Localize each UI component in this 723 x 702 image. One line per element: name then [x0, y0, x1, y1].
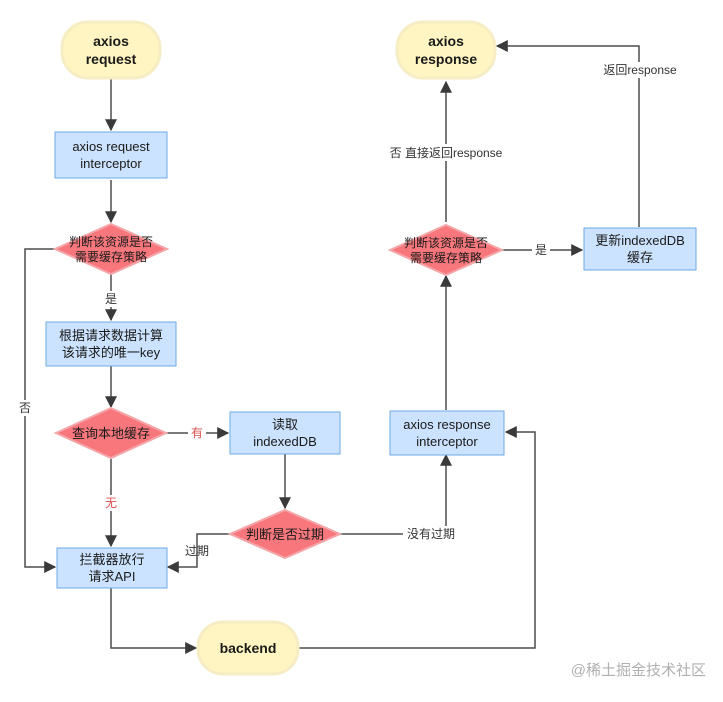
- node-check-cache-strategy-left-line2: 需要缓存策略: [75, 249, 147, 264]
- node-interceptor-pass-line2: 请求API: [89, 569, 136, 584]
- node-axios-response-shape: [395, 20, 497, 80]
- node-request-interceptor: axios request interceptor: [54, 131, 168, 179]
- node-query-local-cache: 查询本地缓存: [53, 406, 169, 460]
- label-yes-left: 是: [105, 292, 117, 306]
- label-no-left: 否: [19, 401, 31, 415]
- node-interceptor-pass-shape: [56, 547, 168, 589]
- node-compute-key-line2: 该请求的唯一key: [62, 345, 161, 360]
- node-axios-response: axios response: [395, 20, 497, 80]
- edge-expired-to-pass: [166, 533, 230, 573]
- edge-pass-to-backend: [110, 588, 198, 654]
- node-check-expired-line1: 判断是否过期: [246, 527, 324, 542]
- label-no-direct-return: 否 直接返回response: [390, 145, 503, 160]
- node-axios-request-line2: request: [86, 51, 137, 67]
- node-compute-key-shape: [45, 321, 177, 367]
- node-query-local-cache-shape: [53, 406, 169, 460]
- node-update-indexeddb-line2: 缓存: [627, 250, 653, 265]
- node-axios-request-line1: axios: [93, 33, 129, 49]
- node-response-interceptor-line1: axios response: [403, 417, 490, 432]
- node-request-interceptor-line2: interceptor: [80, 156, 142, 171]
- node-response-interceptor-line2: interceptor: [416, 434, 478, 449]
- edge-labels: 是 否 有 无 过期 没有过期 是 否 直接返回response 返回respo…: [16, 62, 682, 558]
- watermark-text: @稀土掘金技术社区: [571, 662, 706, 679]
- node-update-indexeddb-line1: 更新indexedDB: [595, 233, 685, 248]
- label-has-cache: 有: [191, 426, 203, 440]
- label-yes-right: 是: [535, 243, 547, 257]
- node-compute-key-line1: 根据请求数据计算: [59, 328, 163, 343]
- node-read-indexeddb-line1: 读取: [272, 417, 298, 432]
- edge-not-expired-to-response-interceptor: [340, 453, 452, 535]
- node-interceptor-pass-line1: 拦截器放行: [79, 552, 144, 567]
- node-check-cache-strategy-right: 判断该资源是否 需要缓存策略: [387, 223, 505, 277]
- node-check-cache-strategy-left-line1: 判断该资源是否: [69, 234, 153, 249]
- node-request-interceptor-line1: axios request: [72, 139, 150, 154]
- node-check-cache-strategy-left-shape: [52, 222, 170, 276]
- node-compute-key: 根据请求数据计算 该请求的唯一key: [45, 321, 177, 367]
- edge-update-to-response: [495, 40, 640, 227]
- node-axios-response-line2: response: [415, 51, 477, 67]
- node-check-cache-strategy-right-line1: 判断该资源是否: [404, 235, 488, 250]
- node-update-indexeddb: 更新indexedDB 缓存: [583, 227, 697, 271]
- node-axios-response-line1: axios: [428, 33, 464, 49]
- node-read-indexeddb: 读取 indexedDB: [229, 411, 341, 455]
- node-read-indexeddb-shape: [229, 411, 341, 455]
- node-backend: backend: [196, 620, 300, 676]
- node-update-indexeddb-shape: [583, 227, 697, 271]
- node-axios-request: axios request: [60, 20, 162, 80]
- node-request-interceptor-shape: [54, 131, 168, 179]
- node-read-indexeddb-line2: indexedDB: [253, 434, 317, 449]
- edge-backend-to-response-interceptor: [299, 426, 536, 649]
- node-check-cache-strategy-left: 判断该资源是否 需要缓存策略: [52, 222, 170, 276]
- node-backend-shape: [196, 620, 300, 676]
- node-axios-request-shape: [60, 20, 162, 80]
- node-check-expired-shape: [227, 508, 343, 560]
- label-no-cache: 无: [105, 496, 117, 510]
- label-expired: 过期: [185, 544, 209, 558]
- node-response-interceptor-shape: [389, 410, 505, 456]
- node-response-interceptor: axios response interceptor: [389, 410, 505, 456]
- node-query-local-cache-line1: 查询本地缓存: [72, 426, 150, 441]
- label-return-response: 返回response: [603, 63, 677, 77]
- node-backend-line1: backend: [220, 640, 277, 656]
- node-interceptor-pass: 拦截器放行 请求API: [56, 547, 168, 589]
- node-check-expired: 判断是否过期: [227, 508, 343, 560]
- node-check-cache-strategy-right-line2: 需要缓存策略: [410, 250, 482, 265]
- label-not-expired: 没有过期: [407, 526, 455, 541]
- nodes: axios request axios response axios reque…: [45, 20, 697, 676]
- node-check-cache-strategy-right-shape: [387, 223, 505, 277]
